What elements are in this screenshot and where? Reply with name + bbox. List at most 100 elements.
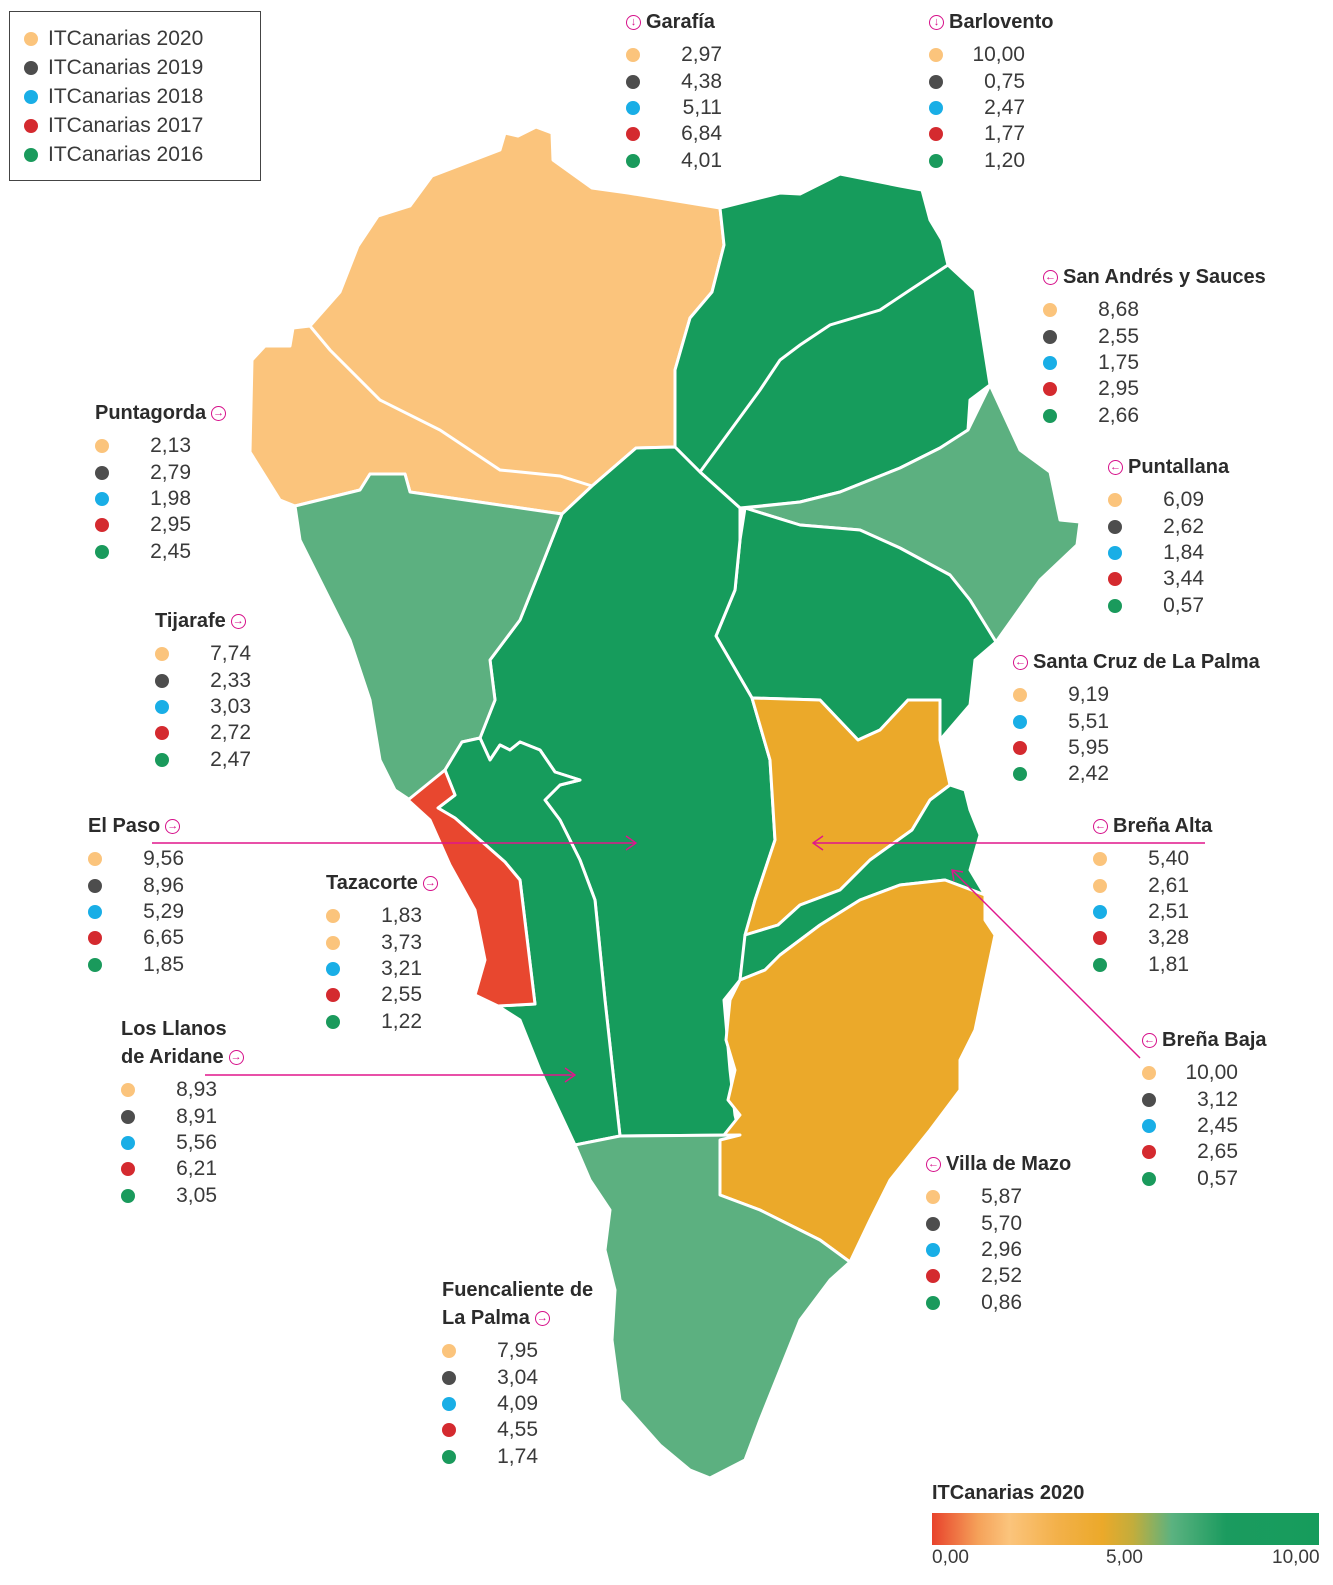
value-text: 1,77 [984, 122, 1025, 146]
arrow-circle-icon: → [211, 405, 227, 421]
value-row: 1,84 [1108, 540, 1229, 566]
series-dot [95, 439, 109, 454]
series-dot [1013, 740, 1027, 755]
series-dot [121, 1083, 135, 1098]
value-row: 4,55 [442, 1417, 593, 1443]
arrow-circle-icon: ← [926, 1156, 941, 1172]
scale-tick-mid: 5,00 [1106, 1547, 1143, 1568]
series-dot [1093, 957, 1107, 972]
value-row: 0,57 [1142, 1166, 1267, 1192]
series-dot [95, 544, 109, 559]
value-row: 8,91 [121, 1103, 244, 1129]
municipality-name: ←Breña Alta [1093, 812, 1212, 840]
value-text: 6,21 [176, 1157, 217, 1181]
series-dot [626, 127, 640, 142]
municipality-name-text: El Paso [88, 815, 161, 837]
value-row: 8,96 [88, 872, 184, 898]
series-dot [626, 48, 640, 63]
value-text: 2,33 [210, 668, 251, 692]
value-text: 1,84 [1163, 540, 1204, 564]
value-text: 5,11 [682, 95, 722, 119]
border-barlovento [698, 263, 949, 473]
value-row: 2,72 [155, 720, 251, 746]
municipality-name: ↓Barlovento [929, 8, 1053, 36]
value-text: 2,55 [381, 983, 422, 1007]
series-dot [95, 491, 109, 506]
value-text: 2,61 [1148, 873, 1189, 897]
series-dot [121, 1188, 135, 1203]
series-dot [626, 153, 640, 168]
value-row: 2,55 [326, 982, 438, 1008]
value-text: 2,95 [1098, 377, 1139, 401]
series-dot [1108, 519, 1122, 534]
series-dot [1043, 329, 1057, 344]
value-row: 2,62 [1108, 513, 1229, 539]
value-row: 10,00 [929, 42, 1053, 68]
value-text: 4,55 [497, 1418, 538, 1442]
value-row: 5,87 [926, 1184, 1071, 1210]
value-text: 2,42 [1068, 762, 1109, 786]
municipality-name: ←San Andrés y Sauces [1043, 263, 1266, 291]
value-row: 1,85 [88, 952, 184, 978]
value-text: 1,83 [381, 904, 422, 928]
series-dot [155, 647, 169, 662]
value-text: 3,73 [381, 930, 422, 954]
value-row: 2,66 [1043, 403, 1266, 429]
series-dot [88, 878, 102, 893]
value-row: 5,29 [88, 899, 184, 925]
arrowhead-brena-alta [811, 835, 824, 851]
series-dot [929, 74, 943, 89]
scale-gradient-bar [932, 1513, 1319, 1545]
municipality-name-text: San Andrés y Sauces [1063, 266, 1266, 288]
value-text: 4,38 [681, 69, 722, 93]
value-text: 4,09 [497, 1391, 538, 1415]
series-dot [1108, 545, 1122, 560]
value-text: 8,96 [143, 873, 184, 897]
value-row: 2,97 [626, 42, 722, 68]
series-dot [1108, 493, 1122, 508]
municipality-name-text: Puntagorda [95, 402, 207, 424]
value-text: 3,03 [210, 694, 251, 718]
series-dot [121, 1162, 135, 1177]
series-dot [926, 1190, 940, 1205]
region-tazacorte [406, 768, 537, 1008]
series-dot [926, 1216, 940, 1231]
value-text: 6,65 [143, 926, 184, 950]
color-scale: ITCanarias 2020 0,00 5,00 10,00 [932, 1482, 1324, 1568]
municipality-name-text: Breña Alta [1113, 815, 1213, 837]
value-text: 8,68 [1098, 298, 1139, 322]
legend-label: ITCanarias 2016 [48, 142, 204, 166]
legend-item: ITCanarias 2016 [24, 140, 260, 169]
series-dot [1093, 878, 1107, 893]
value-row: 6,65 [88, 925, 184, 951]
value-row: 5,40 [1093, 846, 1212, 872]
value-row: 9,19 [1013, 682, 1260, 708]
value-text: 5,29 [143, 899, 184, 923]
value-text: 6,84 [681, 122, 722, 146]
value-text: 3,44 [1163, 567, 1204, 591]
municipality-name-line2: La Palma [442, 1307, 530, 1329]
arrow-circle-icon: → [422, 875, 438, 891]
scale-tick-max: 10,00 [1272, 1547, 1320, 1568]
municipality-name: La Palma→ [442, 1304, 593, 1332]
value-row: 5,51 [1013, 708, 1260, 734]
municipality-name-text: Garafía [646, 11, 715, 33]
value-row: 3,03 [155, 694, 251, 720]
region-villa-de-mazo [718, 878, 997, 1264]
value-text: 3,12 [1197, 1087, 1238, 1111]
legend-item: ITCanarias 2020 [24, 24, 260, 53]
value-row: 10,00 [1142, 1060, 1267, 1086]
value-text: 0,57 [1163, 593, 1204, 617]
municipality-name: de Aridane→ [121, 1043, 244, 1071]
value-text: 2,45 [1197, 1113, 1238, 1137]
municipality-name-line2: de Aridane [121, 1046, 224, 1068]
municipality-name-line1: Los Llanos [121, 1018, 227, 1040]
municipality-name: ←Santa Cruz de La Palma [1013, 648, 1260, 676]
